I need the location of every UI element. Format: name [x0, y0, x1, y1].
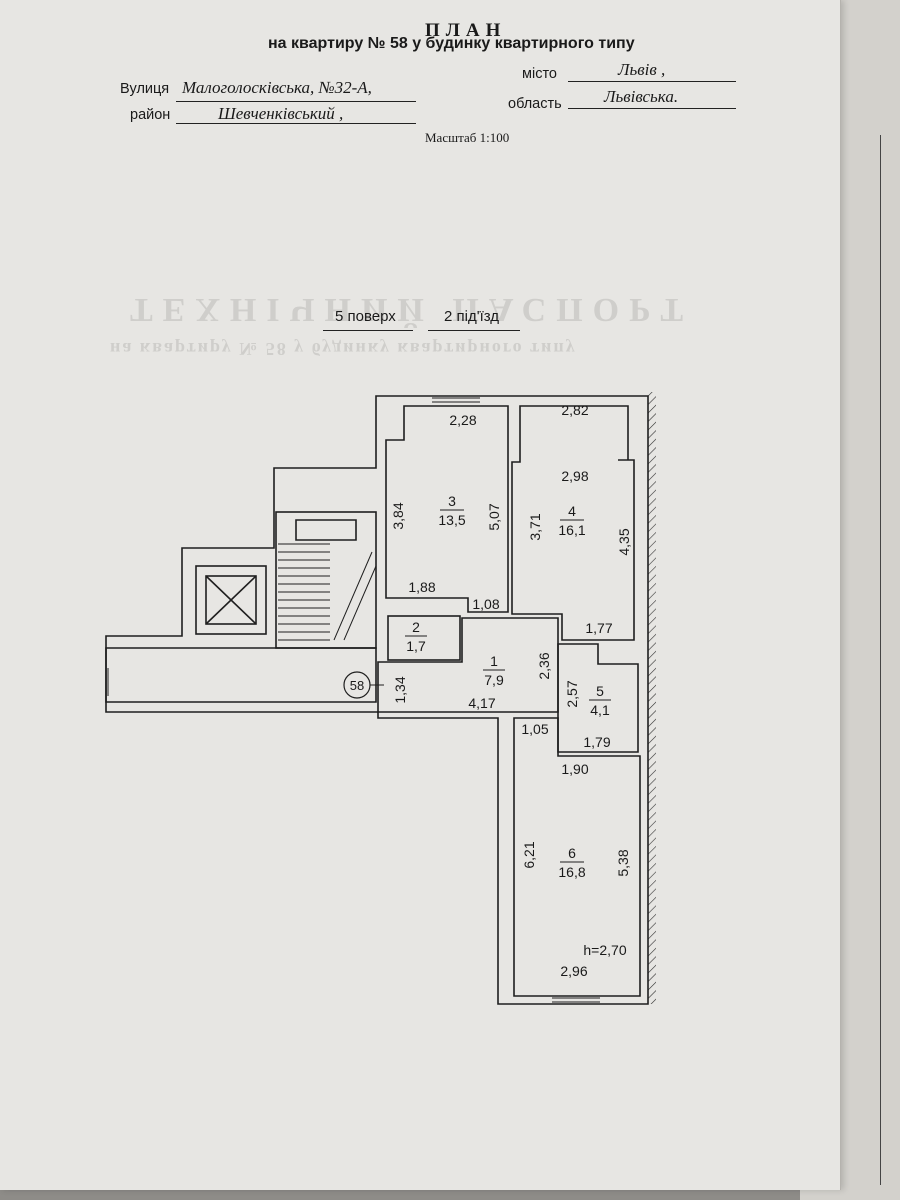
entrance-number: 2 під'їзд — [444, 308, 500, 325]
room-1-area: 7,9 — [484, 672, 504, 688]
city-underline — [568, 81, 736, 82]
district-underline — [176, 123, 416, 124]
room-3-number: 3 — [448, 493, 456, 509]
floor-number: 5 поверх — [335, 308, 396, 325]
windows — [107, 397, 600, 1003]
dim-corridor-step: 1,05 — [521, 721, 548, 737]
dim-room3-left: 3,84 — [390, 502, 406, 529]
dim-room5-bottom: 1,79 — [583, 734, 610, 750]
city-value: Львів , — [618, 60, 666, 79]
dim-room3-top: 2,28 — [449, 412, 476, 428]
dim-room4-bottom: 1,77 — [585, 620, 612, 636]
room-5-number: 5 — [596, 683, 604, 699]
form-border — [880, 135, 900, 1185]
staircase-steps — [278, 543, 377, 641]
street-underline — [176, 101, 416, 102]
district-value: Шевченківський , — [218, 104, 344, 123]
room-6-number: 6 — [568, 845, 576, 861]
dim-room3-bottom: 1,88 — [408, 579, 435, 595]
dim-room5-left: 2,57 — [564, 680, 580, 707]
dim-room1-left: 1,34 — [392, 676, 408, 703]
district-label: район — [130, 107, 171, 123]
room-1-number: 1 — [490, 653, 498, 669]
dim-room6-left: 6,21 — [521, 841, 537, 868]
dim-room1-bottom: 4,17 — [468, 695, 495, 711]
room-3-area: 13,5 — [438, 512, 465, 528]
street-label: Вулиця — [120, 81, 170, 97]
region-label: область — [508, 96, 562, 112]
dim-room3-nook: 1,08 — [472, 596, 499, 612]
room-4-number: 4 — [568, 503, 576, 519]
exterior-wall-hatch — [648, 392, 656, 1004]
dim-room4-inner: 2,98 — [561, 468, 588, 484]
ceiling-height: h=2,70 — [583, 942, 626, 958]
street-value: Малоголосківська, №32-А, — [182, 78, 372, 97]
room-2-number: 2 — [412, 619, 420, 635]
entrance-underline — [428, 330, 520, 331]
room-4-area: 16,1 — [558, 522, 585, 538]
dim-room6-bottom: 2,96 — [560, 963, 587, 979]
city-label: місто — [522, 66, 557, 82]
dim-room4-left: 3,71 — [527, 513, 543, 540]
document-subtitle: на квартиру № 58 у будинку квартирного т… — [268, 35, 635, 52]
dim-room4-right: 4,35 — [616, 528, 632, 555]
dim-room6-top: 1,90 — [561, 761, 588, 777]
apartment-number: 58 — [350, 678, 364, 693]
room-6-area: 16,8 — [558, 864, 585, 880]
scale-label: Масштаб 1:100 — [425, 130, 510, 145]
region-underline — [568, 108, 736, 109]
dim-room1-right: 2,36 — [536, 652, 552, 679]
region-value: Львівська. — [604, 87, 679, 106]
floor-underline — [323, 330, 413, 331]
dim-room6-right: 5,38 — [615, 849, 631, 876]
room-5-area: 4,1 — [590, 702, 610, 718]
wall-outlines — [105, 395, 649, 1005]
document-sheet: ТЕХНІЧНИЙ ПАСПОРТ на квартиру № 58 у буд… — [0, 0, 841, 1190]
dim-room4-top: 2,82 — [561, 402, 588, 418]
room-2-area: 1,7 — [406, 638, 426, 654]
document-title: ПЛАН — [425, 20, 507, 41]
dim-room3-right: 5,07 — [486, 503, 502, 530]
